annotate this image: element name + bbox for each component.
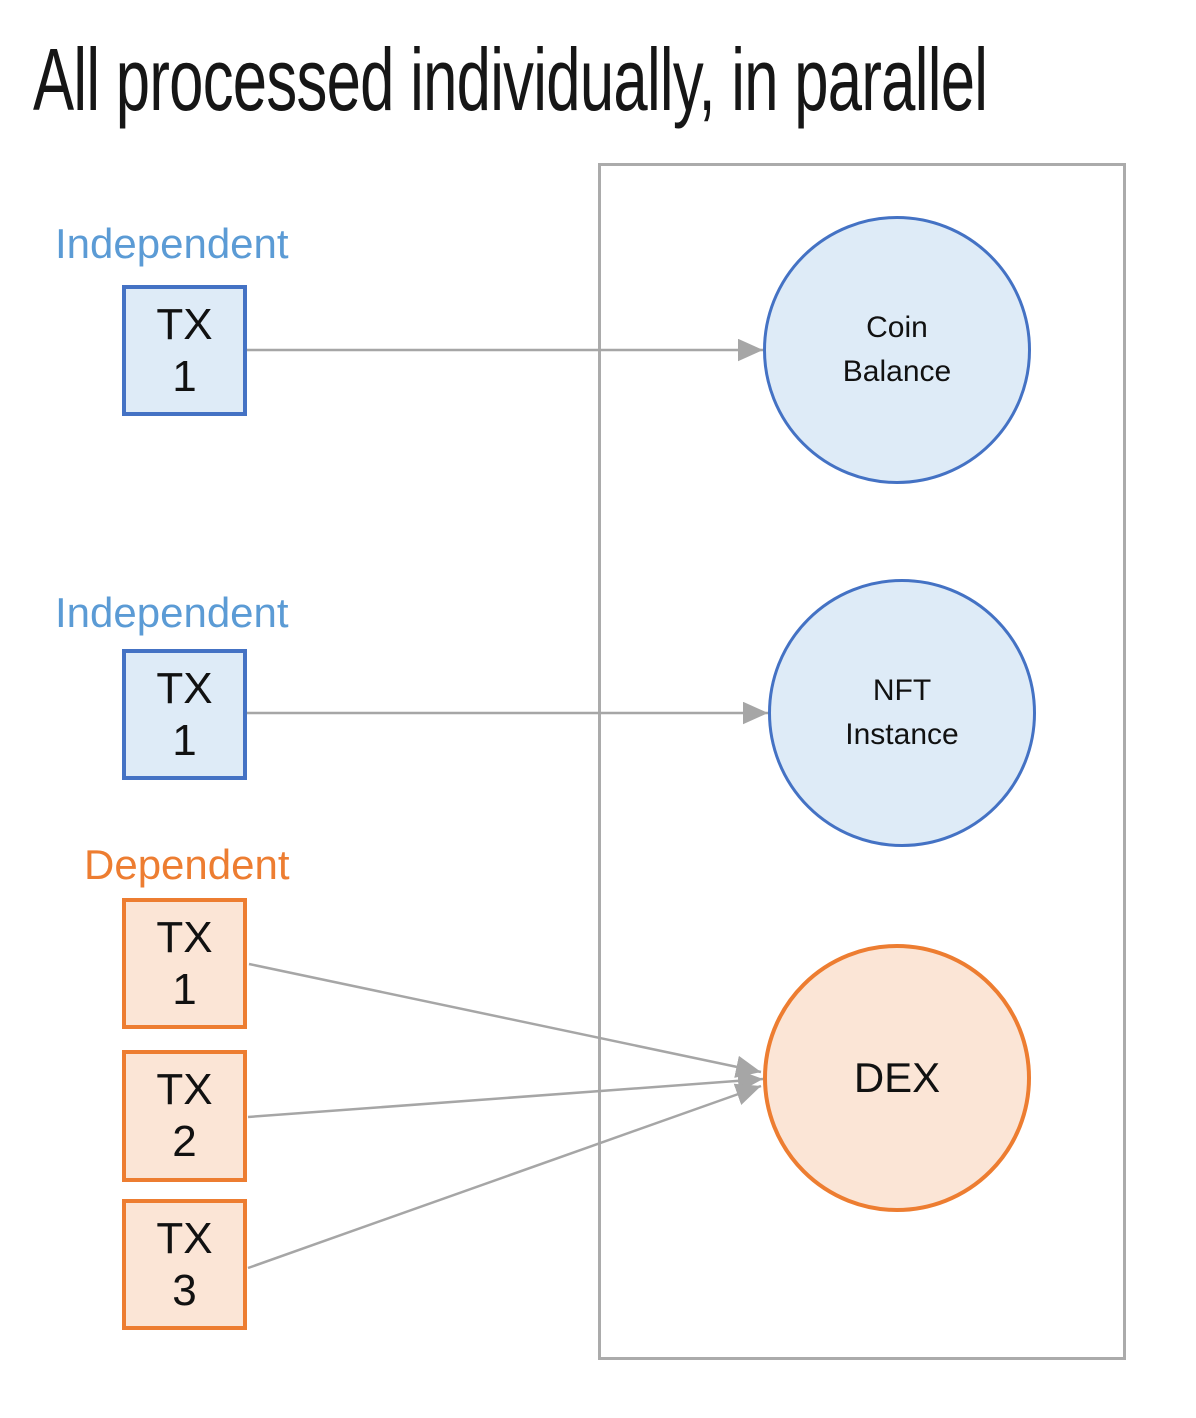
group-label-dependent: Dependent — [84, 841, 290, 888]
tx-box-independent-1-tx1: TX 1 — [122, 285, 247, 416]
parallel-processing-container — [598, 163, 1126, 1360]
group-label-independent-1: Independent — [55, 220, 289, 267]
tx-box-dependent-tx3: TX 3 — [122, 1199, 247, 1330]
tx-box-label: TX 2 — [156, 1065, 213, 1166]
circle-nft-instance-label: NFT Instance — [845, 674, 959, 751]
tx-box-label: TX 1 — [156, 663, 213, 765]
tx-box-dependent-tx1: TX 1 — [122, 898, 247, 1029]
circle-dex-label: DEX — [853, 1054, 941, 1101]
circle-coin-balance: Coin Balance — [763, 216, 1031, 484]
circle-nft-instance: NFT Instance — [768, 579, 1036, 847]
tx-box-dependent-tx2: TX 2 — [122, 1050, 247, 1182]
group-label-independent-2: Independent — [55, 589, 289, 636]
circle-coin-balance-label: Coin Balance — [842, 311, 952, 388]
tx-box-label: TX 1 — [156, 912, 213, 1014]
tx-box-label: TX 1 — [156, 299, 213, 401]
circle-dex: DEX — [763, 944, 1031, 1212]
page-title: All processed individually, in parallel — [33, 30, 988, 129]
tx-box-label: TX 3 — [156, 1213, 213, 1315]
tx-box-independent-2-tx1: TX 1 — [122, 649, 247, 780]
